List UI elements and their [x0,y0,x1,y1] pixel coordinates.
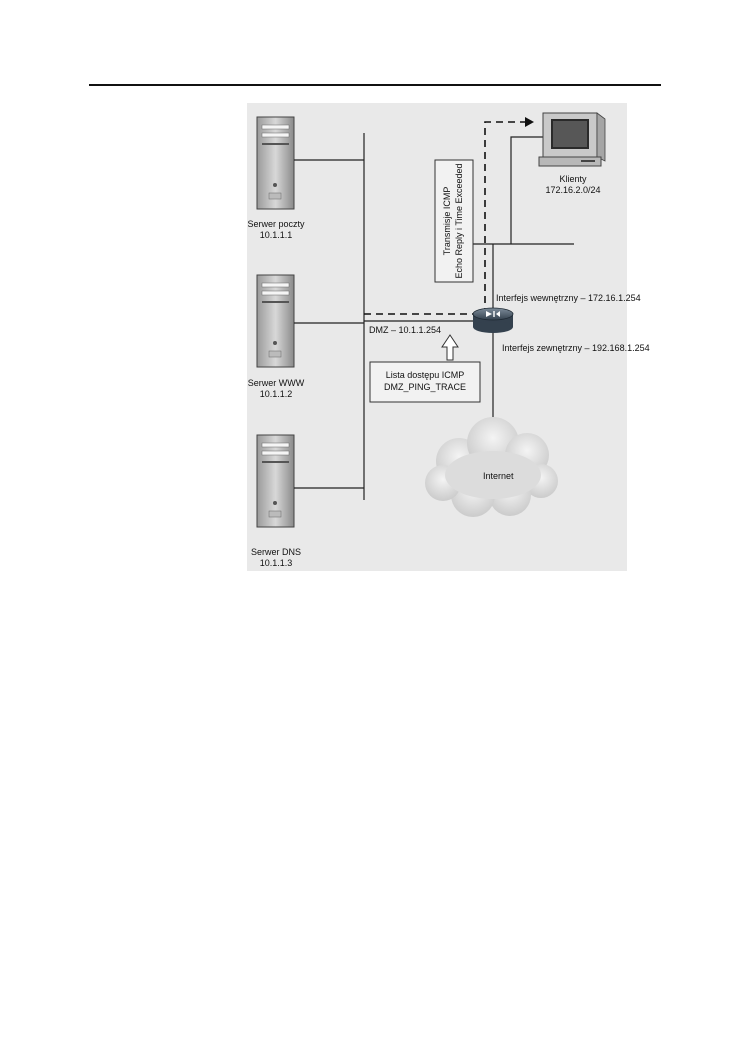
www-server-label: Serwer WWW 10.1.1.2 [245,378,307,400]
internal-interface-label: Interfejs wewnętrzny – 172.16.1.254 [496,293,641,303]
diagram-canvas [247,103,627,571]
acl-box [369,361,481,403]
dns-server-name: Serwer DNS [250,547,301,557]
icmp-transmission-box [434,159,474,283]
www-server-name: Serwer WWW [247,378,305,388]
clients-name: Klienty [559,174,587,184]
dns-server-icon [256,434,295,528]
internet-label: Internet [483,471,514,481]
mail-server-label: Serwer poczty 10.1.1.1 [245,219,307,241]
clients-link [510,136,544,244]
acl-label: Lista dostępu ICMP DMZ_PING_TRACE [370,369,480,393]
www-server-ip: 10.1.1.2 [259,389,293,399]
icmp-transmission-label: Transmisje ICMP Echo Reply i Time Exceed… [441,160,467,282]
network-diagram: Serwer poczty 10.1.1.1 Serwer WWW 10.1.1… [245,103,650,571]
icmp-arrowhead-icon [525,117,534,127]
client-computer-icon [538,112,606,167]
external-interface-label: Interfejs zewnętrzny – 192.168.1.254 [502,343,650,353]
icmp-transmission-line2: Echo Reply i Time Exceeded [454,163,464,279]
acl-line2: DMZ_PING_TRACE [383,382,466,392]
acl-line1: Lista dostępu ICMP [385,370,465,380]
clients-subnet: 172.16.2.0/24 [545,185,601,195]
dmz-label: DMZ – 10.1.1.254 [369,325,442,335]
icmp-transmission-path [364,121,525,315]
header-rule [89,84,661,86]
mail-server-icon [256,116,295,210]
mail-server-name: Serwer poczty [247,219,305,229]
dns-server-ip: 10.1.1.3 [259,558,293,568]
internet-cloud-icon [425,417,558,517]
icmp-transmission-line1: Transmisje ICMP [442,186,452,256]
www-server-icon [256,274,295,368]
router-icon [472,307,514,333]
acl-arrow-icon [441,334,459,361]
dns-server-label: Serwer DNS 10.1.1.3 [245,547,307,569]
clients-label: Klienty 172.16.2.0/24 [533,174,613,196]
mail-server-ip: 10.1.1.1 [259,230,293,240]
